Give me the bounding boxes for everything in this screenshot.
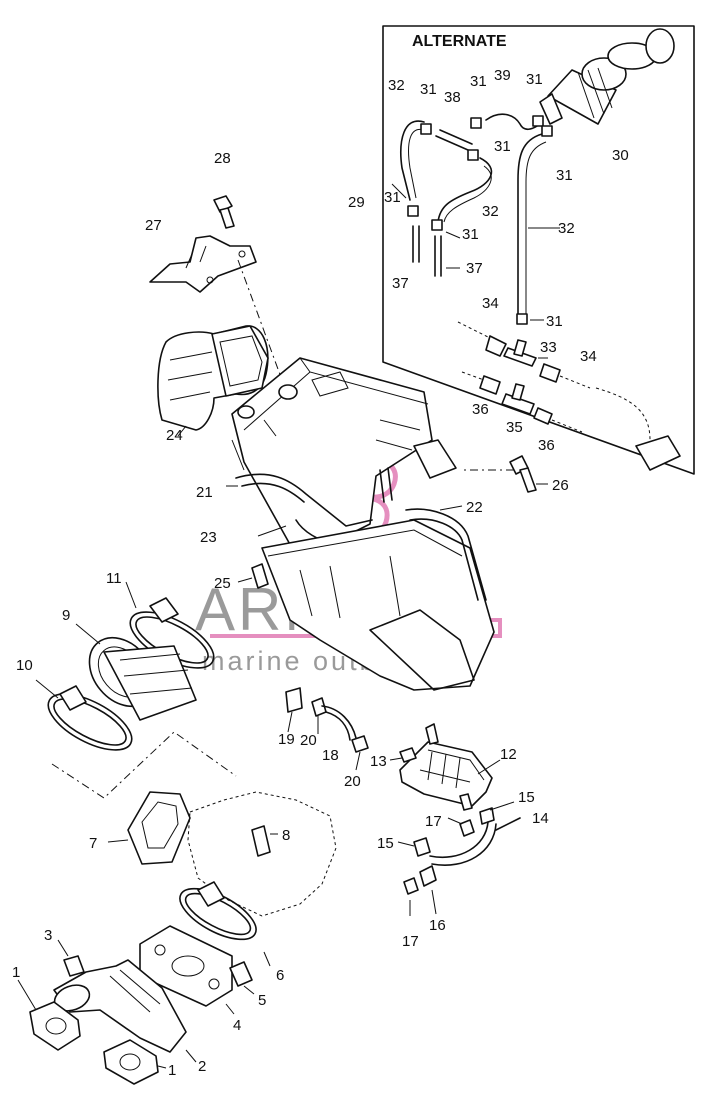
callout-31b: 31 [470, 73, 487, 90]
callout-16: 16 [429, 917, 446, 934]
callout-31f: 31 [384, 189, 401, 206]
callout-20a: 20 [300, 732, 317, 749]
pin-8 [251, 825, 271, 857]
callout-1a: 1 [12, 964, 20, 981]
callout-12: 12 [500, 746, 517, 763]
callout-30: 30 [612, 147, 629, 164]
hose-32-right [517, 133, 543, 315]
screw-13 [399, 747, 417, 763]
callout-27: 27 [145, 217, 162, 234]
bolt-5 [229, 961, 253, 987]
intake-manifold-2 [53, 959, 197, 1063]
air-silencer-case [231, 357, 457, 549]
callout-25: 25 [214, 575, 231, 592]
callout-36a: 36 [472, 401, 489, 418]
callout-26: 26 [552, 477, 569, 494]
callout-31c: 31 [526, 71, 543, 88]
gasket-1 [17, 979, 167, 1085]
callout-33: 33 [540, 339, 557, 356]
callout-19: 19 [278, 731, 295, 748]
callout-17b: 17 [402, 933, 419, 950]
callout-17a: 17 [425, 813, 442, 830]
callout-20b: 20 [344, 773, 361, 790]
callout-32b: 32 [482, 203, 499, 220]
callout-31d: 31 [494, 138, 511, 155]
callout-31h: 31 [546, 313, 563, 330]
callout-31a: 31 [420, 81, 437, 98]
callout-7: 7 [89, 835, 97, 852]
hose-clamp-10 [35, 679, 133, 751]
hose-32-middle [437, 157, 493, 223]
fuel-hoses-14-17 [397, 801, 521, 916]
callout-31e: 31 [556, 167, 573, 184]
callout-36b: 36 [538, 437, 555, 454]
callout-9: 9 [62, 607, 70, 624]
intake-elbow-24 [157, 325, 269, 437]
callout-35: 35 [506, 419, 523, 436]
alternate-panel-border [382, 25, 695, 475]
hose-clamp-6 [179, 881, 271, 967]
fuel-pump-12 [399, 723, 501, 811]
hose-39 [485, 113, 541, 131]
callout-34b: 34 [580, 348, 597, 365]
clamps-31-panel [407, 115, 553, 325]
callout-31g: 31 [462, 226, 479, 243]
bolt-26 [460, 455, 548, 493]
air-box-lower-22 [261, 505, 495, 691]
priming-pump-30 [539, 28, 675, 125]
callout-18: 18 [322, 747, 339, 764]
callout-15b: 15 [377, 835, 394, 852]
intake-boot-9 [75, 623, 197, 721]
callout-28: 28 [214, 150, 231, 167]
callout-1b: 1 [168, 1062, 176, 1079]
callout-4: 4 [233, 1017, 241, 1034]
hose-32-middle-inner [443, 165, 492, 223]
callout-6: 6 [276, 967, 284, 984]
gasket-21-23 [235, 473, 373, 527]
carb-adapter-7 [107, 791, 191, 865]
callout-32a: 32 [388, 77, 405, 94]
callout-14: 14 [532, 810, 549, 827]
callout-39: 39 [494, 67, 511, 84]
callout-32c: 32 [558, 220, 575, 237]
bolt-25 [251, 563, 269, 589]
callout-24: 24 [166, 427, 183, 444]
callout-23: 23 [200, 529, 217, 546]
callout-21: 21 [196, 484, 213, 501]
joint-38 [435, 129, 473, 151]
callout-37b: 37 [466, 260, 483, 277]
alternate-panel-title: ALTERNATE [412, 33, 507, 50]
carburetor-outline [187, 791, 337, 917]
callout-11: 11 [106, 570, 122, 587]
bolt-3 [63, 955, 85, 977]
callout-2: 2 [198, 1058, 206, 1075]
callout-37a: 37 [392, 275, 409, 292]
callout-13: 13 [370, 753, 387, 770]
callout-8: 8 [282, 827, 290, 844]
hose-32-left-inner [408, 128, 425, 199]
bolt-28 [213, 195, 235, 229]
bracket-27 [149, 235, 257, 293]
callout-22: 22 [466, 499, 483, 516]
fuel-joint-19-20 [285, 687, 369, 771]
callout-10: 10 [16, 657, 33, 674]
hose-32-right-inner [525, 141, 547, 314]
hose-32-left [400, 120, 425, 201]
callout-38: 38 [444, 89, 461, 106]
callout-34a: 34 [482, 295, 499, 312]
callout-29: 29 [348, 194, 365, 211]
tube-37-right [434, 235, 442, 277]
callout-3: 3 [44, 927, 52, 944]
tube-37-left [412, 225, 420, 263]
joints-33-36 [457, 321, 681, 471]
callout-labels: 1 1 2 3 4 5 6 7 8 9 10 11 12 13 14 15 15… [12, 67, 629, 1079]
callout-5: 5 [258, 992, 266, 1009]
callout-15a: 15 [518, 789, 535, 806]
alternate-panel: ALTERNATE [382, 25, 695, 475]
